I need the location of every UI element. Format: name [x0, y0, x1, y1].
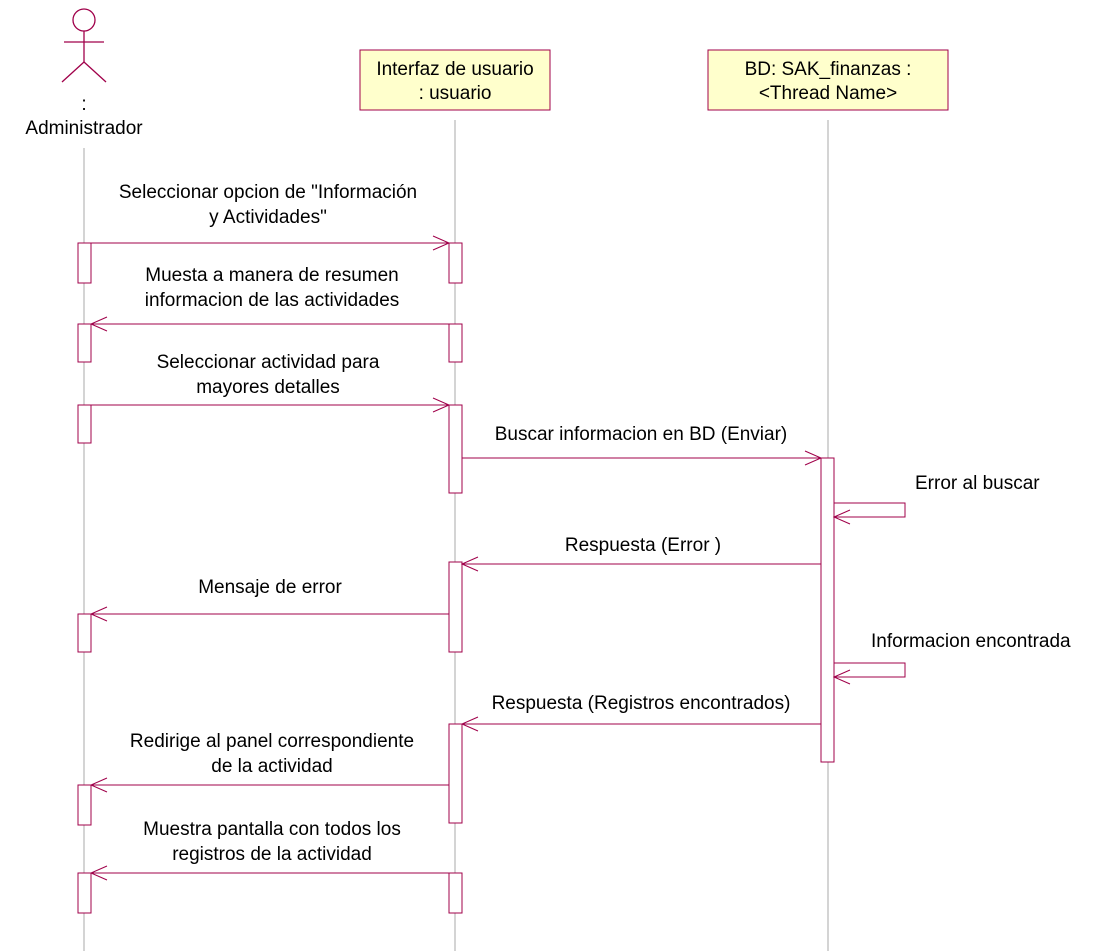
activation-admin-6 — [77, 872, 92, 914]
object-interfaz-usuario: Interfaz de usuario : usuario — [359, 49, 551, 111]
activation-admin-3 — [77, 404, 92, 444]
arrowhead-10 — [89, 777, 108, 793]
message-label-3b: mayores detalles — [196, 377, 340, 398]
message-label-1a: Seleccionar opcion de "Información — [119, 182, 417, 203]
message-arrow-5 — [834, 502, 906, 518]
message-label-11a: Muestra pantalla con todos los — [143, 819, 401, 840]
activation-admin-4 — [77, 613, 92, 653]
object-bd-line2: <Thread Name> — [759, 83, 897, 104]
actor-name: Administrador — [25, 118, 143, 139]
message-label-10a: Redirige al panel correspondiente — [130, 731, 414, 752]
message-label-10b: de la actividad — [211, 756, 332, 777]
arrowhead-6 — [460, 556, 479, 572]
actor-icon — [61, 8, 107, 83]
object-bd-sak-finanzas: BD: SAK_finanzas : <Thread Name> — [707, 49, 949, 111]
activation-bd — [820, 457, 835, 763]
arrowhead-8 — [832, 669, 851, 685]
message-arrow-8 — [834, 662, 906, 678]
message-label-1b: y Actividades" — [209, 207, 327, 228]
activation-interfaz-5 — [448, 723, 463, 824]
arrowhead-1 — [432, 235, 451, 251]
activation-admin-2 — [77, 323, 92, 363]
activation-interfaz-3 — [448, 404, 463, 494]
message-label-7: Mensaje de error — [198, 577, 342, 598]
message-label-3a: Seleccionar actividad para — [157, 352, 380, 373]
arrowhead-3 — [432, 397, 451, 413]
arrowhead-5 — [832, 509, 851, 525]
activation-interfaz-2 — [448, 323, 463, 363]
actor-colon: : — [81, 94, 86, 115]
arrowhead-9 — [460, 716, 479, 732]
message-label-8: Informacion encontrada — [871, 631, 1071, 652]
object-interfaz-line1: Interfaz de usuario — [376, 59, 533, 80]
activation-admin-1 — [77, 242, 92, 284]
message-label-5: Error al buscar — [915, 473, 1040, 494]
object-bd-line1: BD: SAK_finanzas : — [745, 59, 912, 80]
arrowhead-4 — [804, 450, 823, 466]
message-label-9: Respuesta (Registros encontrados) — [492, 693, 791, 714]
activation-interfaz-4 — [448, 561, 463, 653]
activation-interfaz-1 — [448, 242, 463, 284]
message-label-11b: registros de la actividad — [172, 844, 372, 865]
message-label-2a: Muesta a manera de resumen — [145, 265, 398, 286]
message-label-6: Respuesta (Error ) — [565, 535, 721, 556]
message-label-2b: informacion de las actividades — [145, 290, 400, 311]
arrowhead-2 — [89, 316, 108, 332]
arrowhead-7 — [89, 606, 108, 622]
activation-interfaz-6 — [448, 872, 463, 914]
message-label-4: Buscar informacion en BD (Enviar) — [495, 424, 788, 445]
object-interfaz-line2: : usuario — [419, 83, 492, 104]
activation-admin-5 — [77, 784, 92, 826]
arrowhead-11 — [89, 865, 108, 881]
